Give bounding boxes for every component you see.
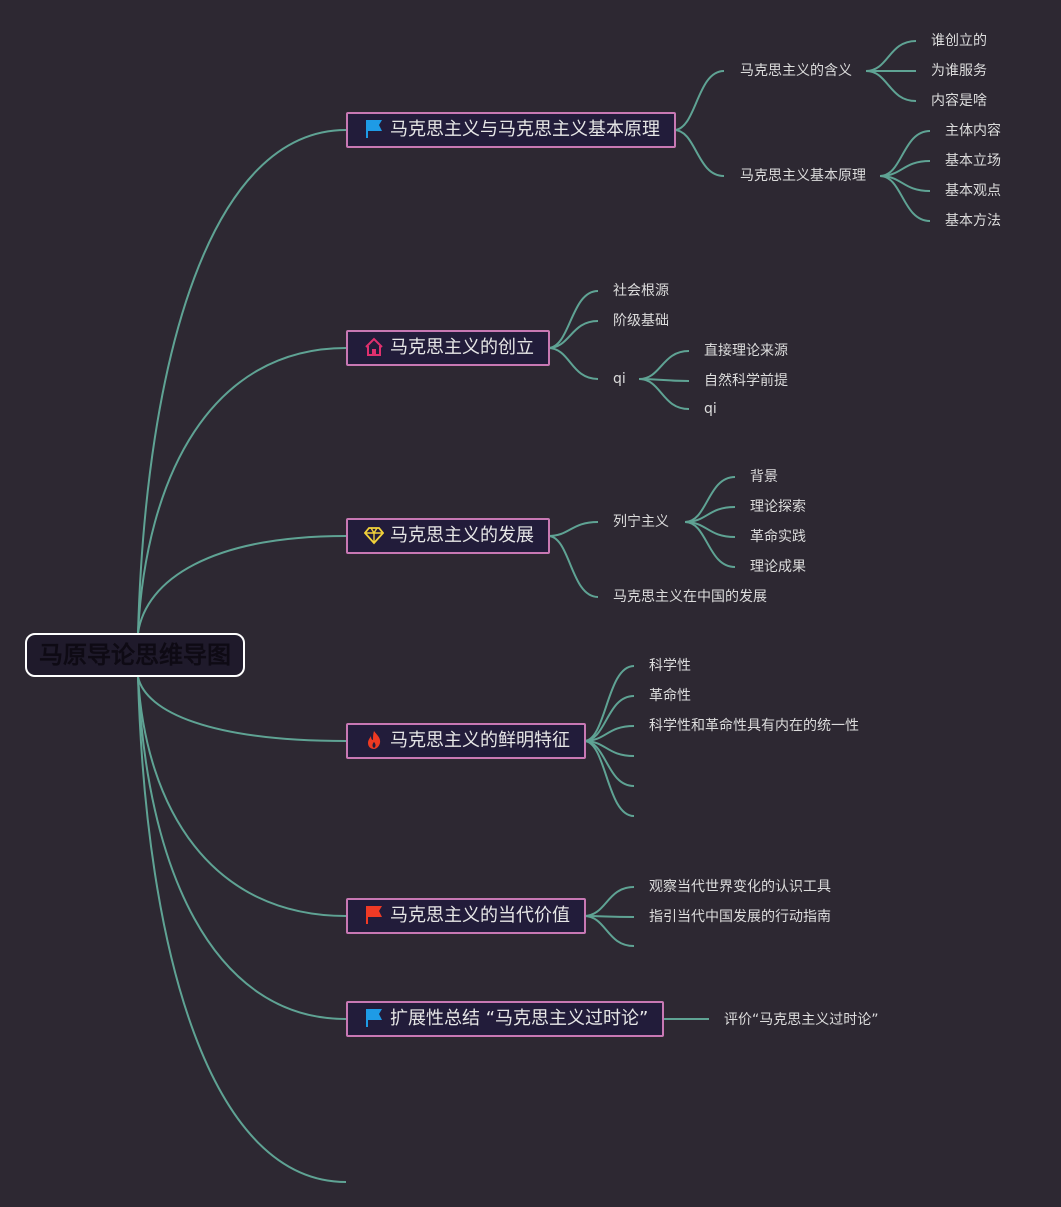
connector-line	[137, 676, 347, 1183]
subtopic-node[interactable]: 理论探索	[750, 499, 806, 515]
subtopic-node[interactable]: 直接理论来源	[704, 343, 788, 359]
branch-node-summary[interactable]: 扩展性总结 “马克思主义过时论”	[346, 1001, 665, 1037]
connector-line	[547, 521, 599, 537]
subtopic-node[interactable]: 理论成果	[750, 559, 806, 575]
connector-line	[673, 129, 725, 177]
connector-line	[673, 70, 725, 131]
branch-label: 扩展性总结 “马克思主义过时论”	[390, 1008, 649, 1029]
subtopic-node[interactable]: 主体内容	[945, 123, 1001, 139]
subtopic-node[interactable]: qi	[704, 401, 717, 417]
topic-node[interactable]: qi	[613, 371, 626, 387]
connector-line	[137, 535, 347, 634]
connector-line	[638, 378, 690, 410]
connector-line	[137, 676, 347, 917]
topic-node[interactable]: 马克思主义在中国的发展	[613, 589, 767, 605]
topic-node[interactable]: 马克思主义的含义	[740, 63, 852, 79]
fire-icon	[364, 730, 384, 750]
connector-line	[583, 915, 635, 947]
subtopic-node[interactable]: 内容是啥	[931, 93, 987, 109]
connector-line	[547, 290, 599, 349]
branch-node-development[interactable]: 马克思主义的发展	[346, 518, 550, 554]
branch-node-founding[interactable]: 马克思主义的创立	[346, 330, 550, 366]
connector-line	[865, 40, 917, 72]
topic-node[interactable]: 阶级基础	[613, 313, 669, 329]
connector-line	[583, 665, 635, 742]
blue-flag-icon	[364, 119, 384, 139]
subtopic-node[interactable]: 为谁服务	[931, 63, 987, 79]
connector-line	[547, 535, 599, 598]
connector-line	[583, 886, 635, 917]
connector-line	[684, 476, 736, 523]
topic-node[interactable]: 评价“马克思主义过时论”	[724, 1012, 879, 1028]
connector-line	[137, 129, 347, 634]
subtopic-node[interactable]: 谁创立的	[931, 33, 987, 49]
topic-node[interactable]: 革命性	[649, 688, 691, 704]
connector-line	[137, 347, 347, 634]
branch-node-contemporary-value[interactable]: 马克思主义的当代价值	[346, 898, 586, 934]
topic-node[interactable]: 马克思主义基本原理	[740, 168, 866, 184]
connector-line	[684, 521, 736, 568]
connector-line	[879, 130, 931, 177]
topic-node[interactable]: 指引当代中国发展的行动指南	[649, 909, 831, 925]
topic-node[interactable]: 科学性和革命性具有内在的统一性	[649, 718, 859, 734]
connector-line	[583, 740, 635, 817]
red-flag-icon	[364, 905, 384, 925]
topic-node[interactable]: 观察当代世界变化的认识工具	[649, 879, 831, 895]
topic-node[interactable]: 科学性	[649, 658, 691, 674]
branch-label: 马克思主义的鲜明特征	[390, 730, 570, 751]
branch-node-features[interactable]: 马克思主义的鲜明特征	[346, 723, 586, 759]
connector-line	[137, 676, 347, 1020]
subtopic-node[interactable]: 革命实践	[750, 529, 806, 545]
branch-label: 马克思主义的创立	[390, 337, 534, 358]
subtopic-node[interactable]: 背景	[750, 469, 778, 485]
topic-node[interactable]: 列宁主义	[613, 514, 669, 530]
connector-line	[638, 350, 690, 380]
branch-label: 马克思主义与马克思主义基本原理	[390, 119, 660, 140]
connector-line	[879, 175, 931, 222]
house-icon	[364, 337, 384, 357]
connector-line	[583, 740, 635, 787]
root-node[interactable]: 马原导论思维导图	[25, 633, 245, 677]
connector-line	[547, 320, 599, 349]
diamond-icon	[364, 525, 384, 545]
connector-line	[865, 70, 917, 102]
branch-node-principles[interactable]: 马克思主义与马克思主义基本原理	[346, 112, 676, 148]
blue-flag-icon	[364, 1008, 384, 1028]
topic-node[interactable]: 社会根源	[613, 283, 669, 299]
connector-line	[137, 676, 347, 742]
branch-label: 马克思主义的当代价值	[390, 905, 570, 926]
subtopic-node[interactable]: 基本立场	[945, 153, 1001, 169]
connector-line	[583, 695, 635, 742]
subtopic-node[interactable]: 自然科学前提	[704, 373, 788, 389]
subtopic-node[interactable]: 基本方法	[945, 213, 1001, 229]
connector-line	[547, 347, 599, 380]
subtopic-node[interactable]: 基本观点	[945, 183, 1001, 199]
branch-label: 马克思主义的发展	[390, 525, 534, 546]
